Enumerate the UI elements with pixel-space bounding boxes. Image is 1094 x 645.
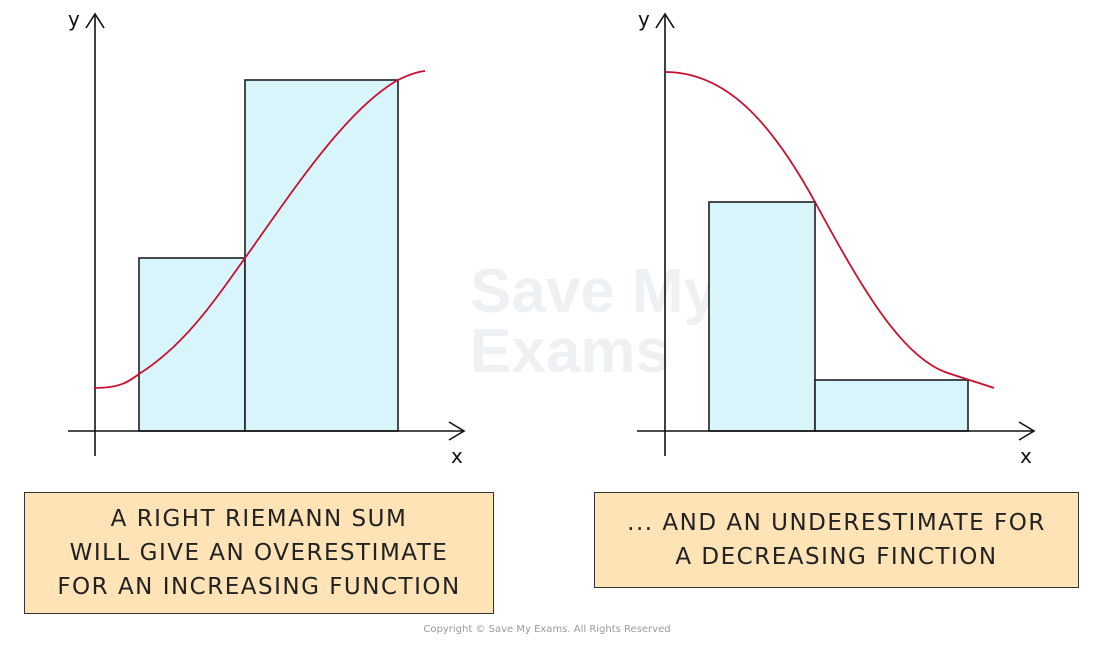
left-caption-line-3: FOR AN INCREASING FUNCTION xyxy=(57,574,461,600)
right-x-arrow-icon xyxy=(1018,421,1036,441)
left-caption-box: A RIGHT RIEMANN SUM WILL GIVE AN OVEREST… xyxy=(24,492,494,614)
left-rectangle-1 xyxy=(138,257,246,432)
right-y-label: y xyxy=(638,7,650,31)
left-graph: y x xyxy=(68,7,466,468)
right-caption-box: ... AND AN UNDERESTIMATE FOR A DECREASIN… xyxy=(594,492,1079,588)
watermark-line-1: Save My xyxy=(470,257,719,326)
right-rectangle-1 xyxy=(708,201,816,432)
left-increasing-curve xyxy=(93,70,426,389)
left-caption-line-1: A RIGHT RIEMANN SUM xyxy=(110,506,408,532)
right-rectangle-2 xyxy=(814,379,969,432)
save-my-exams-watermark: Save My Exams xyxy=(470,257,719,386)
left-rectangle-2 xyxy=(244,79,399,432)
right-caption-line-2: A DECREASING FINCTION xyxy=(675,544,998,570)
left-y-arrow-icon xyxy=(85,12,105,29)
right-graph: y x xyxy=(637,7,1036,468)
left-caption-line-2: WILL GIVE AN OVERESTIMATE xyxy=(69,540,449,566)
watermark-line-2: Exams xyxy=(470,317,670,386)
left-x-arrow-icon xyxy=(448,421,466,441)
left-x-label: x xyxy=(451,444,463,468)
right-y-arrow-icon xyxy=(655,12,675,29)
right-caption-line-1: ... AND AN UNDERESTIMATE FOR xyxy=(627,510,1046,536)
left-y-label: y xyxy=(68,7,80,31)
right-x-label: x xyxy=(1020,444,1032,468)
right-decreasing-curve xyxy=(664,71,995,389)
copyright-notice: Copyright © Save My Exams. All Rights Re… xyxy=(423,624,671,635)
